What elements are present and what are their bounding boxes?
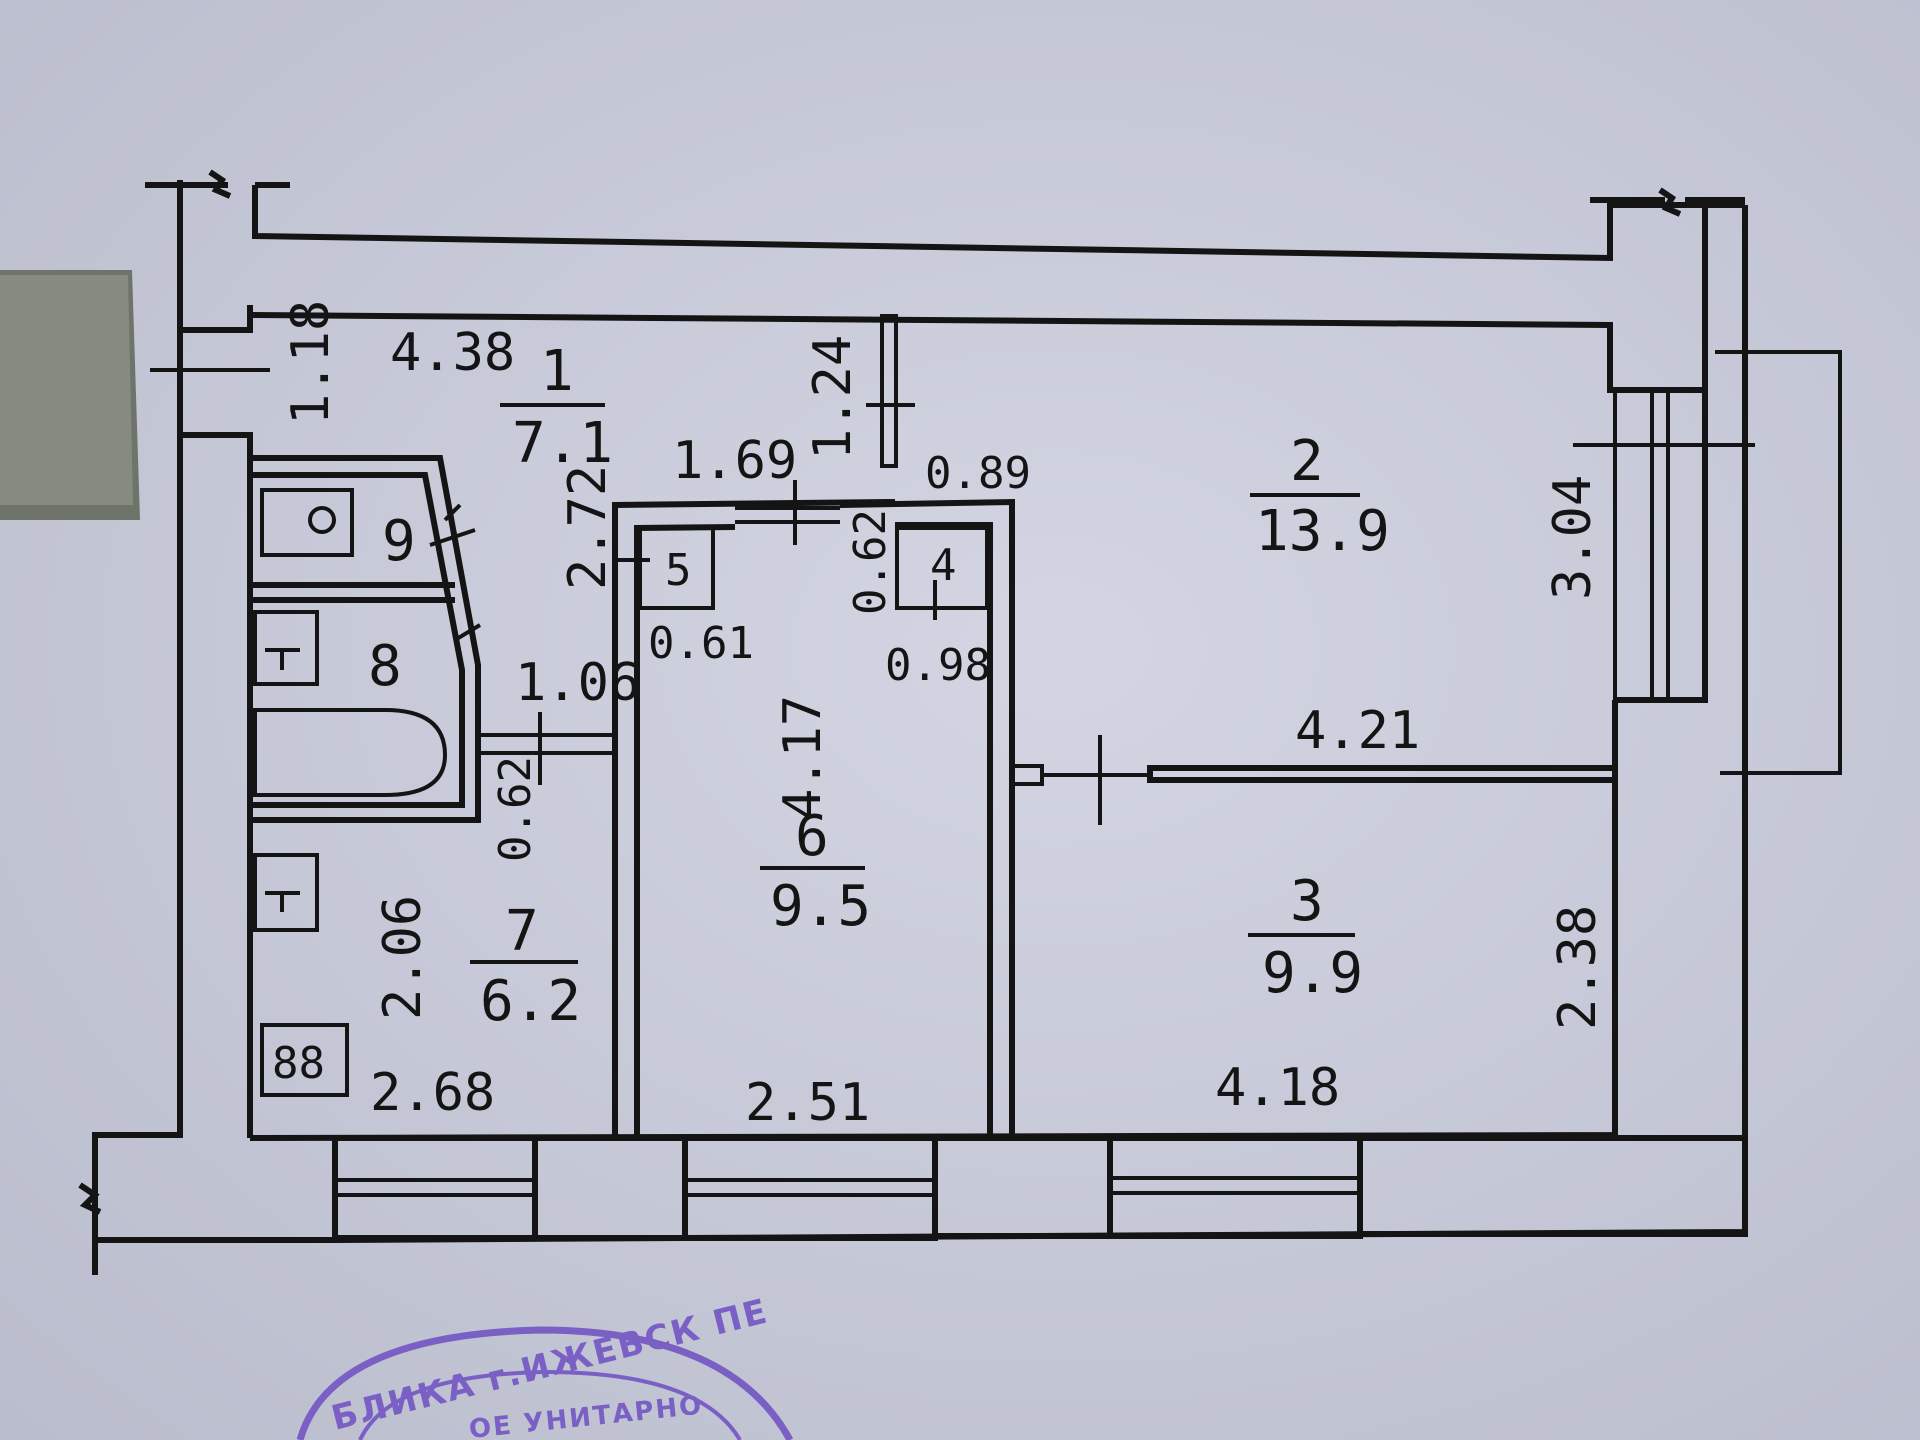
- room-labels: 1 7.1 2 13.9 3 9.9 4 5 6 9.5 7 6.2 8 9: [368, 339, 1390, 1034]
- dim-3-04: 3.04: [1543, 475, 1603, 600]
- dim-1-24: 1.24: [803, 335, 863, 460]
- sink-icon: [253, 610, 319, 686]
- dim-2-38: 2.38: [1548, 905, 1608, 1030]
- bathtub-icon: [253, 708, 448, 797]
- dim-2-51: 2.51: [745, 1073, 870, 1133]
- stove-icon: [260, 1023, 349, 1097]
- room-2-area: 13.9: [1255, 499, 1390, 564]
- dim-2-68: 2.68: [370, 1063, 495, 1123]
- room-8-number: 8: [368, 634, 402, 699]
- dimension-ticks: [150, 368, 1102, 825]
- room-7-number: 7: [505, 899, 539, 964]
- dim-0-89: 0.89: [925, 448, 1031, 499]
- binder-tab: [0, 270, 140, 520]
- dim-1-69: 1.69: [672, 431, 797, 491]
- dim-2-06: 2.06: [373, 895, 433, 1020]
- room-3-area: 9.9: [1262, 941, 1363, 1006]
- room-2-number: 2: [1290, 429, 1324, 494]
- dim-4-17: 4.17: [773, 695, 833, 820]
- bottom-windows: [332, 1135, 1748, 1241]
- room-1-number: 1: [540, 339, 574, 404]
- room-6-number: 6: [795, 804, 829, 869]
- room-7-area: 6.2: [480, 969, 581, 1034]
- dim-4-18: 4.18: [1215, 1058, 1340, 1118]
- dim-2-72: 2.72: [558, 465, 618, 590]
- room-6-area: 9.5: [770, 874, 871, 939]
- dim-1-18: 1.18: [281, 300, 341, 425]
- stove-symbol: 88: [272, 1038, 325, 1089]
- dim-4-38: 4.38: [390, 323, 515, 383]
- dim-4-21: 4.21: [1295, 701, 1420, 761]
- interior-walls: [250, 314, 1618, 1135]
- dim-0-62-door: 0.62: [490, 756, 541, 862]
- dim-0-98: 0.98: [885, 640, 991, 691]
- toilet-icon: [260, 488, 354, 557]
- room-9-number: 9: [382, 509, 416, 574]
- kitchen-sink-icon: [253, 853, 319, 932]
- room-4-number: 4: [930, 540, 957, 591]
- dim-0-62-closet: 0.62: [845, 509, 896, 615]
- room-1-area: 7.1: [512, 411, 613, 476]
- room-3-number: 3: [1290, 869, 1324, 934]
- dim-1-06: 1.06: [515, 653, 640, 713]
- dimension-labels: 4.38 1.18 1.24 1.69 0.89 2.72 0.62 0.61 …: [281, 300, 1608, 1133]
- dim-0-61: 0.61: [648, 618, 754, 669]
- room-5-number: 5: [665, 545, 692, 596]
- fixtures: 88: [253, 488, 448, 1097]
